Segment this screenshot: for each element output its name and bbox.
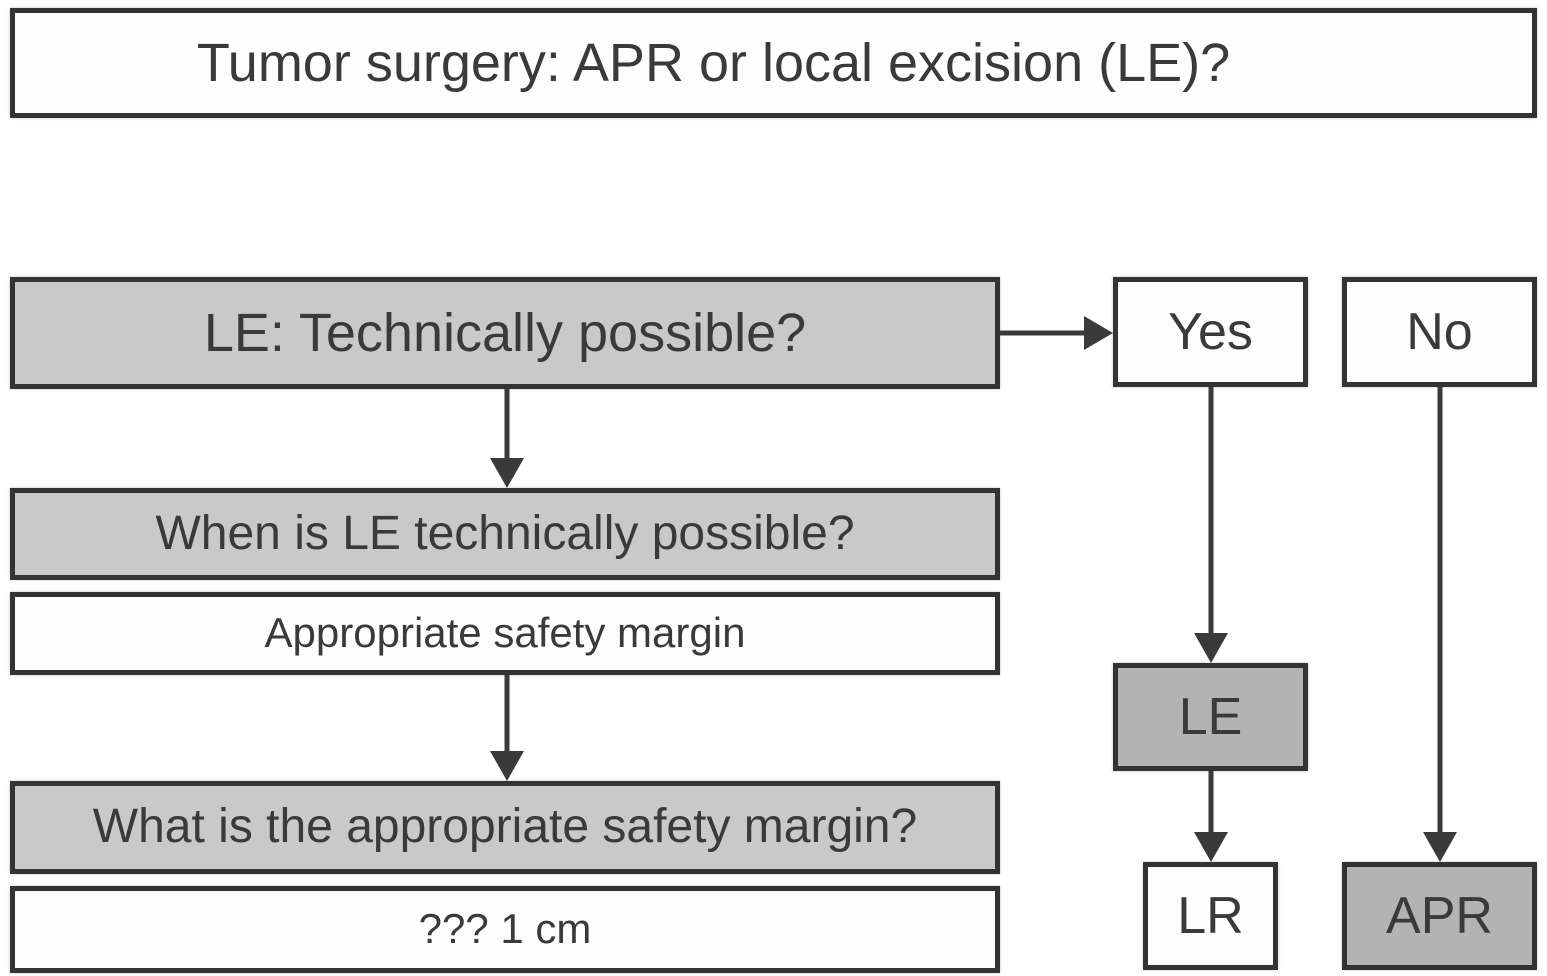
node-lr-result: LR (1143, 862, 1278, 970)
arrow-yes-to-le (1194, 387, 1228, 663)
arrow-lepossible-to-whenpossible (490, 389, 524, 488)
arrow-safetymargin-to-whatmargin (490, 675, 524, 781)
node-appropriate-safety-margin: Appropriate safety margin (10, 592, 1000, 675)
node-apr-result: APR (1342, 862, 1537, 970)
node-when-le-possible: When is LE technically possible? (10, 488, 1000, 580)
arrow-lepossible-to-yes (1000, 316, 1113, 350)
node-margin-value: ??? 1 cm (10, 886, 1000, 973)
arrow-no-to-apr (1423, 387, 1457, 862)
node-what-safety-margin: What is the appropriate safety margin? (10, 781, 1000, 874)
title-box: Tumor surgery: APR or local excision (LE… (10, 8, 1537, 118)
node-le-result: LE (1113, 663, 1308, 771)
node-le-technically-possible: LE: Technically possible? (10, 277, 1000, 389)
node-no: No (1342, 277, 1537, 387)
arrow-le-to-lr (1194, 771, 1228, 862)
node-yes: Yes (1113, 277, 1308, 387)
